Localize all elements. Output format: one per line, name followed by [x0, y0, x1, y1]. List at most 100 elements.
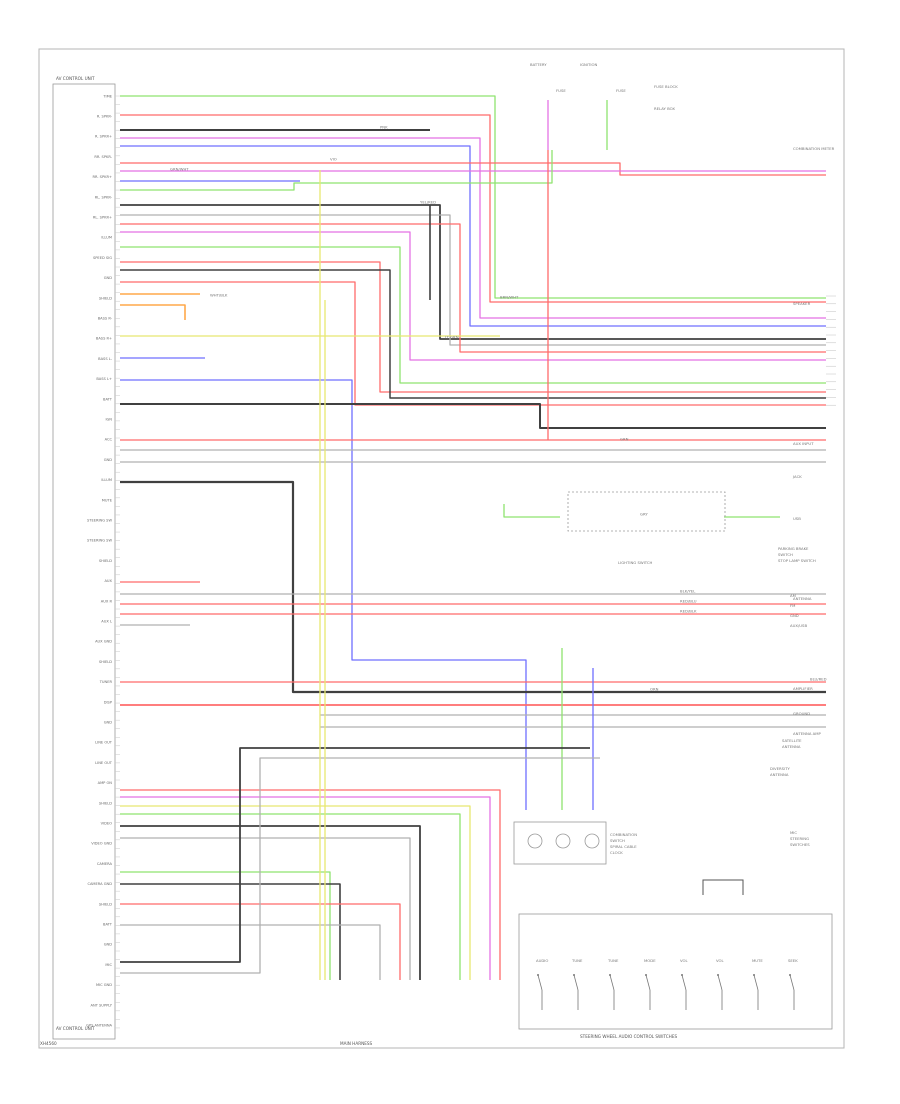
- pin-label: AMP ON: [98, 781, 113, 785]
- switch-terminal: [753, 974, 755, 976]
- pin-label: IGN: [105, 418, 112, 422]
- switch-contact: [717, 974, 723, 991]
- wire-label: YEL/RED: [420, 200, 436, 205]
- pin-label: BASS R-: [98, 317, 113, 321]
- wire-black-7: [120, 883, 341, 980]
- pin-label: SHIELD: [99, 660, 112, 664]
- wire-blue-4: [120, 379, 527, 810]
- wire-orange-2: [120, 304, 186, 320]
- wire-label: BRN/WHT: [500, 295, 519, 300]
- wire-green-8: [120, 871, 331, 980]
- right-connector-label: USB: [793, 516, 801, 521]
- fuse-label-relay: RELAY BOX: [654, 106, 675, 111]
- pin-label: GND: [104, 276, 112, 280]
- combination-label-4: CLOCK: [610, 850, 623, 855]
- pin-label: ACC: [105, 438, 113, 442]
- pin-label: MUTE: [102, 498, 113, 502]
- switch-label: TUNE: [607, 958, 619, 963]
- switch-terminal: [789, 974, 791, 976]
- wire-label: PNK: [380, 125, 388, 130]
- antenna-label-1: SATELLITE: [782, 738, 802, 743]
- right-connector-labels: COMBINATION METER SPEAKER AUX INPUT JACK USB…: [170, 125, 836, 736]
- pin-label: RR. SPKR-: [94, 155, 112, 159]
- tuner-gnd: GND: [790, 613, 799, 618]
- pin-label: SHIELD: [99, 559, 112, 563]
- wire-black-3: [120, 269, 826, 399]
- wire-magenta-1: [120, 137, 826, 319]
- switch-label: MODE: [644, 958, 656, 963]
- wire-label: GRN/WHT: [170, 167, 189, 172]
- right-connector-label: COMBINATION METER: [793, 146, 835, 151]
- pin-label: VIDEO: [101, 822, 113, 826]
- pin-label: MIC GND: [96, 983, 112, 987]
- pin-label: RL. SPKR-: [95, 195, 113, 199]
- pin-label: ANT SUPPLY: [91, 1003, 113, 1007]
- pin-label: STEERING SW: [87, 539, 112, 543]
- wire-label: BLK/YEL: [680, 589, 696, 594]
- pin-label: BASS R+: [96, 337, 112, 341]
- wire-red-3: [120, 223, 826, 353]
- antenna-label-4: ANTENNA: [770, 772, 789, 777]
- footer-bottom-caption: MAIN HARNESS: [340, 1041, 373, 1046]
- wire-gray-10: [120, 757, 600, 974]
- pin-label: AUX GND: [95, 640, 112, 644]
- pin-label: ILLUM: [101, 236, 112, 240]
- switch-terminal: [717, 974, 719, 976]
- spiral-bracket: [702, 879, 744, 895]
- wire-magenta-4: [120, 796, 491, 980]
- parking-brake-switch: PARKING BRAKE SWITCH STOP LAMP SWITCH: [778, 546, 816, 563]
- pin-label: CAMERA: [97, 862, 113, 866]
- right-connector-label: AUX INPUT: [793, 441, 814, 446]
- tuner-aux: AUX/USB: [790, 623, 807, 628]
- wire-gray-9: [120, 924, 381, 980]
- footer-left-label: XH4560: [40, 1041, 57, 1046]
- wire-black-5: [120, 480, 826, 694]
- switch-contact: [753, 974, 759, 991]
- combination-switch-terminal-2: [555, 833, 571, 849]
- pin-label: AUX R: [101, 599, 113, 603]
- switch-label: AUDIO: [536, 958, 548, 963]
- switch-label: VOL: [716, 958, 725, 963]
- mic-label-2: STEERING: [790, 836, 809, 841]
- fuse-label-2: FUSE: [616, 88, 626, 93]
- right-connector-label: SPEAKER: [793, 301, 811, 306]
- wire-label: GRY: [640, 512, 648, 517]
- switch-label: MUTE: [752, 958, 763, 963]
- wire-label: RED/BLU: [680, 599, 697, 604]
- wire-label: ORN: [650, 687, 659, 692]
- pin-label: RL. SPKR+: [93, 216, 112, 220]
- switch-contact: [537, 974, 543, 991]
- pin-label: BATT: [103, 923, 113, 927]
- fuse-label-battery: BATTERY: [530, 62, 547, 67]
- wire-red-13: [120, 903, 401, 980]
- wire-green-3: [120, 246, 826, 384]
- pin-label: TUNER: [99, 680, 113, 684]
- pin-label: MIC: [105, 963, 112, 967]
- pin-label: GND: [104, 943, 112, 947]
- lighting-switch-outline: [567, 491, 726, 532]
- combination-label-2: SWITCH: [610, 838, 625, 843]
- switch-contact: [789, 974, 795, 991]
- right-connector-label: JACK: [792, 474, 802, 479]
- pin-label: GND: [104, 721, 112, 725]
- combination-switch-box: [513, 821, 607, 865]
- pin-label: R. SPKR+: [95, 135, 112, 139]
- wire-label: VIO: [330, 157, 337, 162]
- combination-switch-terminal-3: [584, 833, 600, 849]
- tuner-labels: AM FM GND AUX/USB: [790, 593, 807, 628]
- outer-frame: [38, 48, 845, 1049]
- right-connector-label: AMPLIFIER: [793, 686, 813, 691]
- steering-switches-title: STEERING WHEEL AUDIO CONTROL SWITCHES: [580, 1034, 677, 1039]
- fuse-label-1: FUSE: [556, 88, 566, 93]
- wire-blue-1: [120, 145, 826, 327]
- wire-green-4: [503, 504, 560, 518]
- fuse-label-ignition: IGNITION: [580, 62, 597, 67]
- wire-black-4: [120, 403, 826, 429]
- pin-label: SHIELD: [99, 801, 112, 805]
- pin-label: LINE OUT: [95, 741, 113, 745]
- combination-label-3: SPIRAL CABLE: [610, 844, 637, 849]
